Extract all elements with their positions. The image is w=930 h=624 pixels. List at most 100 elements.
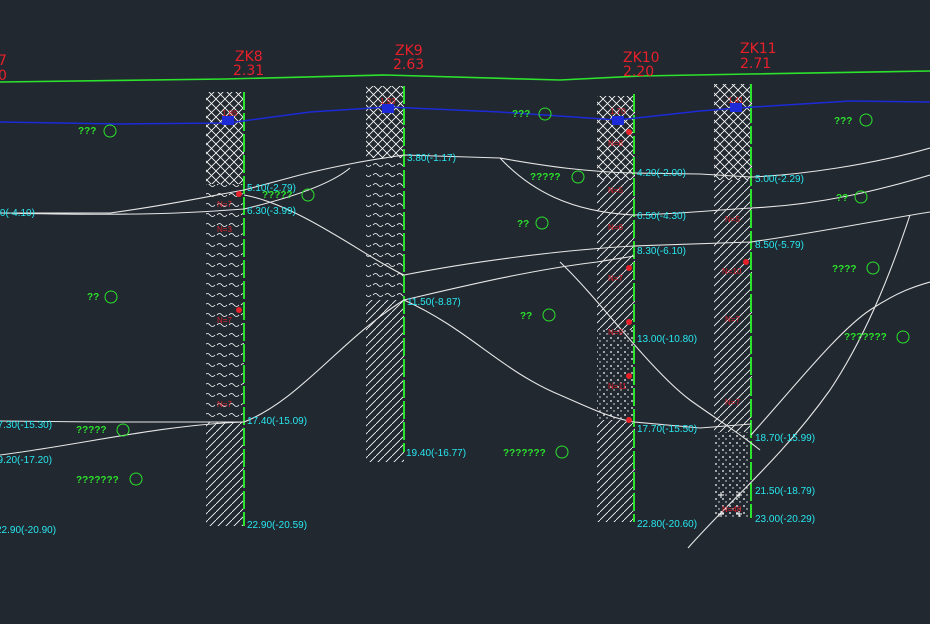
zk9-elev: 2.63 <box>393 57 424 73</box>
zk10-sample-marker <box>626 417 632 423</box>
zk10-sample-marker <box>626 129 632 135</box>
layer-label: ??????? <box>76 475 119 486</box>
zk8-spt-3: N=7 <box>217 316 232 325</box>
borehole-zk10-column <box>597 94 635 522</box>
zk11-water-level: 1.41 <box>728 96 744 105</box>
zk8-water-level: 1.85 <box>222 109 238 118</box>
zk8-id: ZK8 <box>235 49 263 65</box>
zk8-sample-marker <box>236 191 242 197</box>
zk10-depth-2: 6.50(-4.30) <box>637 211 686 222</box>
zk8-depth-4: 22.90(-20.59) <box>247 520 307 531</box>
layer-labels: ??? ????? ?? ?? ????? ??????? ??? ????? … <box>76 107 910 486</box>
layer-circle <box>301 188 315 202</box>
zk9-depth-1: 3.80(-1.17) <box>407 153 456 164</box>
zk8-depth-1: 5.10(-2.79) <box>247 183 296 194</box>
zk10-sample-marker <box>626 319 632 325</box>
zk8-spt-2: N=3 <box>217 225 232 234</box>
layer-label: ??? <box>512 109 530 120</box>
zk8-depth-2: 6.30(-3.99) <box>247 206 296 217</box>
zk11-elev: 2.71 <box>740 56 771 72</box>
ground-surface-line <box>0 70 930 83</box>
zk11-spt-5: N=48 <box>722 505 742 514</box>
zk10-spt-3: N=6 <box>608 223 623 232</box>
zk10-depth-5: 17.70(-15.50) <box>637 424 697 435</box>
layer-circle <box>538 107 552 121</box>
zk9-depth-3: 19.40(-16.77) <box>406 448 466 459</box>
layer-circle <box>103 124 117 138</box>
layer-circle <box>535 216 549 230</box>
zk10-sample-marker <box>626 265 632 271</box>
zk10-depth-1: 4.20(-2.00) <box>637 168 686 179</box>
zk8-depth-3: 17.40(-15.09) <box>247 416 307 427</box>
layer-label: ?? <box>520 311 532 322</box>
left-depth-4: 22.90(-20.90) <box>0 525 56 536</box>
zk10-spt-4: N=7 <box>608 274 623 283</box>
zk10-id: ZK10 <box>623 50 660 66</box>
borehole-zk11-column <box>714 84 752 518</box>
zk11-id: ZK11 <box>740 41 777 57</box>
zk9-id: ZK9 <box>395 43 423 59</box>
layer-label: ??????? <box>503 448 546 459</box>
layer-circle <box>859 113 873 127</box>
zk10-depth-6: 22.80(-20.60) <box>637 519 697 530</box>
zk9-depth-2: 11.50(-8.87) <box>407 297 461 308</box>
layer-label: ?? <box>836 193 848 204</box>
zk10-water-marker <box>612 116 624 125</box>
water-table-line <box>0 100 930 125</box>
layer-label: ??? <box>78 126 96 137</box>
layer-label: ????? <box>76 425 107 436</box>
zk11-sample-marker <box>743 259 749 265</box>
layer-label: ????? <box>530 172 561 183</box>
zk11-spt-2: N=10 <box>722 267 742 276</box>
zk10-depth-4: 13.00(-10.80) <box>637 334 697 345</box>
zk10-elev: 2.20 <box>623 64 654 80</box>
layer-circle <box>896 330 910 344</box>
left-depth-3: 19.20(-17.20) <box>0 455 52 466</box>
zk10-spt-1: N=8 <box>608 139 623 148</box>
zk10-sample-marker <box>626 373 632 379</box>
layer-circle <box>542 308 556 322</box>
zk11-depth-4: 21.50(-18.79) <box>755 486 815 497</box>
layer-circle <box>104 290 118 304</box>
cross-marks <box>718 492 742 517</box>
layer-label: ??????? <box>844 332 887 343</box>
zk11-spt-1: N=5 <box>725 215 740 224</box>
layer-circle <box>866 261 880 275</box>
borehole-zk9-column <box>366 86 405 462</box>
layer-label: ????? <box>262 190 293 201</box>
strata-boundaries <box>0 147 930 549</box>
layer-circle <box>116 423 130 437</box>
layer-circle <box>555 445 569 459</box>
zk8-spt-4: N=7 <box>217 400 232 409</box>
zk8-spt-1: N=7 <box>217 200 232 209</box>
zk11-spt-4: N=7 <box>725 398 740 407</box>
left-depth-2: 17.30(-15.30) <box>0 420 52 431</box>
zk11-spt-3: N=7 <box>725 315 740 324</box>
layer-circle <box>129 472 143 486</box>
zk8-water-marker <box>222 116 234 125</box>
zk10-spt-5: N=9 <box>608 328 623 337</box>
zk8-sample-marker <box>236 307 242 313</box>
layer-label: ??? <box>834 116 852 127</box>
zk8-elev: 2.31 <box>233 63 264 79</box>
left-borehole-id: 7 <box>0 53 7 69</box>
layer-circle <box>854 190 868 204</box>
zk11-depth-3: 18.70(-15.99) <box>755 433 815 444</box>
zk10-spt-2: N=5 <box>608 186 623 195</box>
borehole-zk8-column <box>206 92 245 526</box>
zk11-depth-5: 23.00(-20.29) <box>755 514 815 525</box>
zk10-depth-3: 8.30(-6.10) <box>637 246 686 257</box>
left-depth-1: 6.40(-4.10) <box>0 208 35 219</box>
layer-label: ???? <box>832 264 856 275</box>
zk9-water-marker <box>382 104 394 113</box>
zk11-depth-2: 8.50(-5.79) <box>755 240 804 251</box>
zk11-water-marker <box>730 103 742 112</box>
layer-label: ?? <box>517 219 529 230</box>
left-borehole-elev: 0 <box>0 68 7 84</box>
layer-circle <box>571 170 585 184</box>
zk10-spt-6: N=11 <box>608 382 627 391</box>
zk11-depth-1: 5.00(-2.29) <box>755 174 804 185</box>
layer-label: ?? <box>87 292 99 303</box>
